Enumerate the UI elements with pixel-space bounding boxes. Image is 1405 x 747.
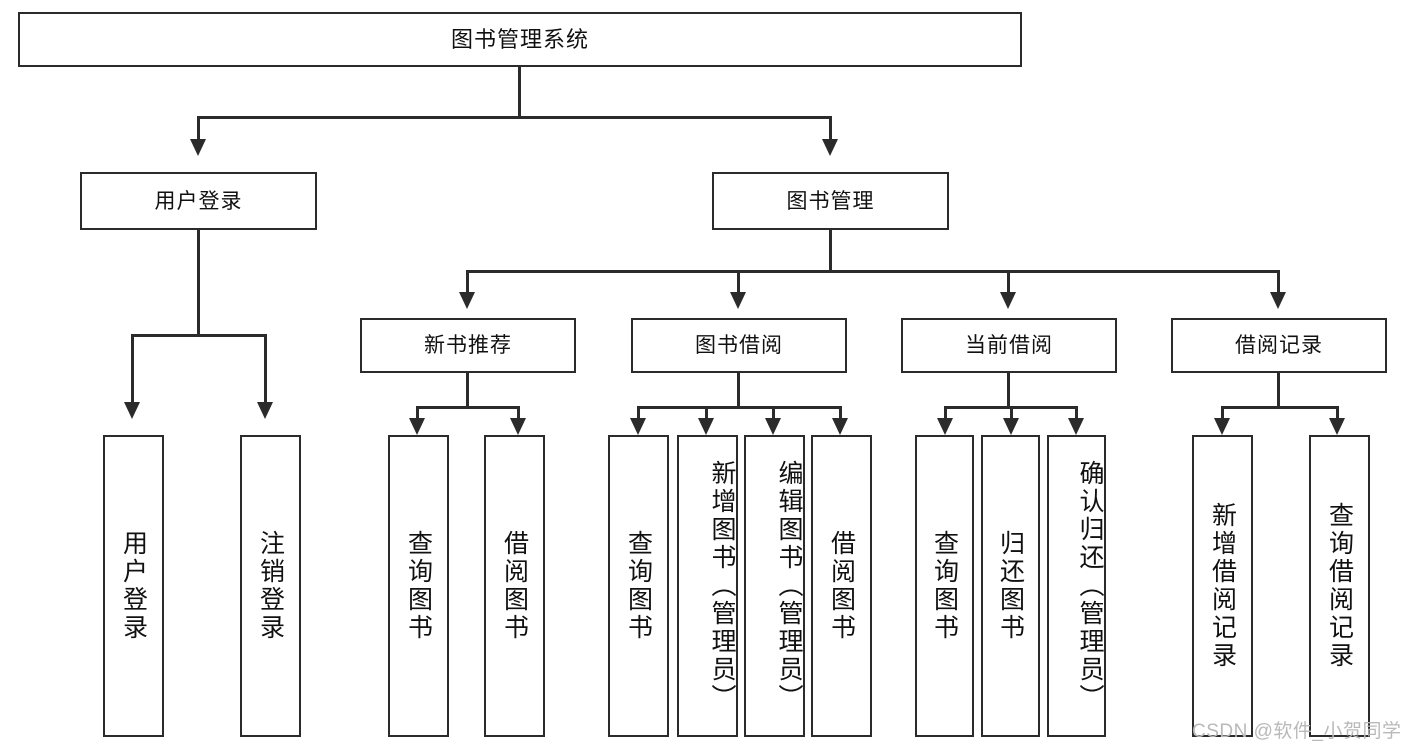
connector-current-borrow-drop-1 [1010,406,1013,424]
connector-borrow-record-drop-0 [1221,406,1224,424]
arrow-to-leaf-new-book-1 [510,418,526,435]
node-label: 编辑图书（管理员） [775,460,803,712]
arrow-to-book-management [822,139,838,156]
arrow-to-leaf-current-borrow-0 [937,418,953,435]
node-label: 借阅图书 [500,530,529,642]
connector-book-borrow-drop-2 [772,406,775,424]
leaf-book-borrow-borrow[interactable]: 借阅图书 [811,435,872,737]
leaf-book-borrow-edit[interactable]: 编辑图书（管理员） [744,435,805,737]
leaf-borrow-record-add[interactable]: 新增借阅记录 [1192,435,1253,737]
node-label: 图书管理 [786,189,875,213]
node-user-login[interactable]: 用户登录 [80,172,317,230]
connector-level3-drop-2 [1007,270,1010,294]
connector-user-login-drop-0 [131,334,134,404]
csdn-watermark: CSDN @软件_小贺同学 [1192,721,1402,742]
connector-book-borrow-stem [737,373,740,408]
connector-level2-bus [197,116,832,119]
connector-current-borrow-drop-2 [1075,406,1078,424]
leaf-user-login-logout[interactable]: 注销登录 [240,435,301,737]
arrow-to-leaf-current-borrow-1 [1003,418,1019,435]
node-label: 查询图书 [624,530,653,642]
arrow-to-borrow-record [1270,292,1286,309]
leaf-book-borrow-query[interactable]: 查询图书 [608,435,669,737]
leaf-book-borrow-add[interactable]: 新增图书（管理员） [677,435,738,737]
arrow-to-new-book-recommend [459,292,475,309]
connector-borrow-record-bus [1221,406,1339,409]
node-book-borrow[interactable]: 图书借阅 [631,318,847,373]
node-label: 用户登录 [119,530,148,642]
arrow-to-leaf-book-borrow-3 [832,418,848,435]
node-label: 用户登录 [154,189,243,213]
leaf-current-borrow-query[interactable]: 查询图书 [915,435,974,737]
node-label: 注销登录 [256,530,285,642]
arrow-to-current-borrow [1000,292,1016,309]
connector-book-borrow-drop-0 [637,406,640,424]
arrow-to-leaf-current-borrow-2 [1068,418,1084,435]
leaf-current-borrow-return[interactable]: 归还图书 [981,435,1040,737]
arrow-to-leaf-book-borrow-1 [698,418,714,435]
node-label: 借阅记录 [1235,334,1323,357]
node-label: 查询图书 [930,530,959,642]
arrow-to-leaf-borrow-record-0 [1214,418,1230,435]
connector-user-login-drop-1 [264,334,267,404]
connector-new-book-drop-1 [517,406,520,424]
node-label: 图书管理系统 [450,26,589,52]
node-label: 借阅图书 [827,530,856,642]
node-label: 查询图书 [404,530,433,642]
node-label: 当前借阅 [965,334,1053,357]
node-label: 新增借阅记录 [1208,502,1237,670]
node-label: 查询借阅记录 [1325,502,1354,670]
arrow-to-leaf-user-login-1 [257,402,273,419]
arrow-to-book-borrow [730,292,746,309]
arrow-to-leaf-new-book-0 [409,418,425,435]
connector-book-borrow-drop-3 [839,406,842,424]
connector-borrow-record-stem [1277,373,1280,408]
connector-book-management-stem [829,230,832,272]
node-borrow-record[interactable]: 借阅记录 [1171,318,1387,373]
node-book-management[interactable]: 图书管理 [712,172,949,230]
node-label: 确认归还（管理员） [1076,460,1104,712]
connector-user-login-bus [131,334,267,337]
arrow-to-leaf-borrow-record-1 [1329,418,1345,435]
connector-book-borrow-bus [637,406,842,409]
connector-current-borrow-stem [1007,373,1010,408]
connector-root-stem [518,67,521,118]
leaf-new-book-borrow[interactable]: 借阅图书 [484,435,545,737]
connector-new-book-stem [466,373,469,408]
node-label: 新书推荐 [424,334,512,357]
leaf-current-borrow-confirm[interactable]: 确认归还（管理员） [1047,435,1106,737]
arrow-to-user-login [190,139,206,156]
node-current-borrow[interactable]: 当前借阅 [901,318,1117,373]
connector-level3-bus [466,270,1280,273]
leaf-user-login-login[interactable]: 用户登录 [103,435,164,737]
node-new-book-recommend[interactable]: 新书推荐 [360,318,576,373]
connector-level2-drop-left [197,116,200,141]
node-label: 归还图书 [996,530,1025,642]
connector-user-login-stem [197,230,200,336]
connector-level3-drop-0 [466,270,469,294]
connector-borrow-record-drop-1 [1336,406,1339,424]
node-root-book-management-system[interactable]: 图书管理系统 [18,12,1022,67]
arrow-to-leaf-book-borrow-2 [765,418,781,435]
leaf-borrow-record-query[interactable]: 查询借阅记录 [1309,435,1370,737]
connector-new-book-drop-0 [416,406,419,424]
connector-new-book-bus [416,406,520,409]
connector-book-borrow-drop-1 [705,406,708,424]
connector-level3-drop-1 [737,270,740,294]
node-label: 图书借阅 [695,334,783,357]
node-label: 新增图书（管理员） [708,460,736,712]
arrow-to-leaf-user-login-0 [124,402,140,419]
connector-level2-drop-right [829,116,832,141]
arrow-to-leaf-book-borrow-0 [630,418,646,435]
connector-current-borrow-drop-0 [944,406,947,424]
leaf-new-book-query[interactable]: 查询图书 [388,435,449,737]
connector-level3-drop-3 [1277,270,1280,294]
